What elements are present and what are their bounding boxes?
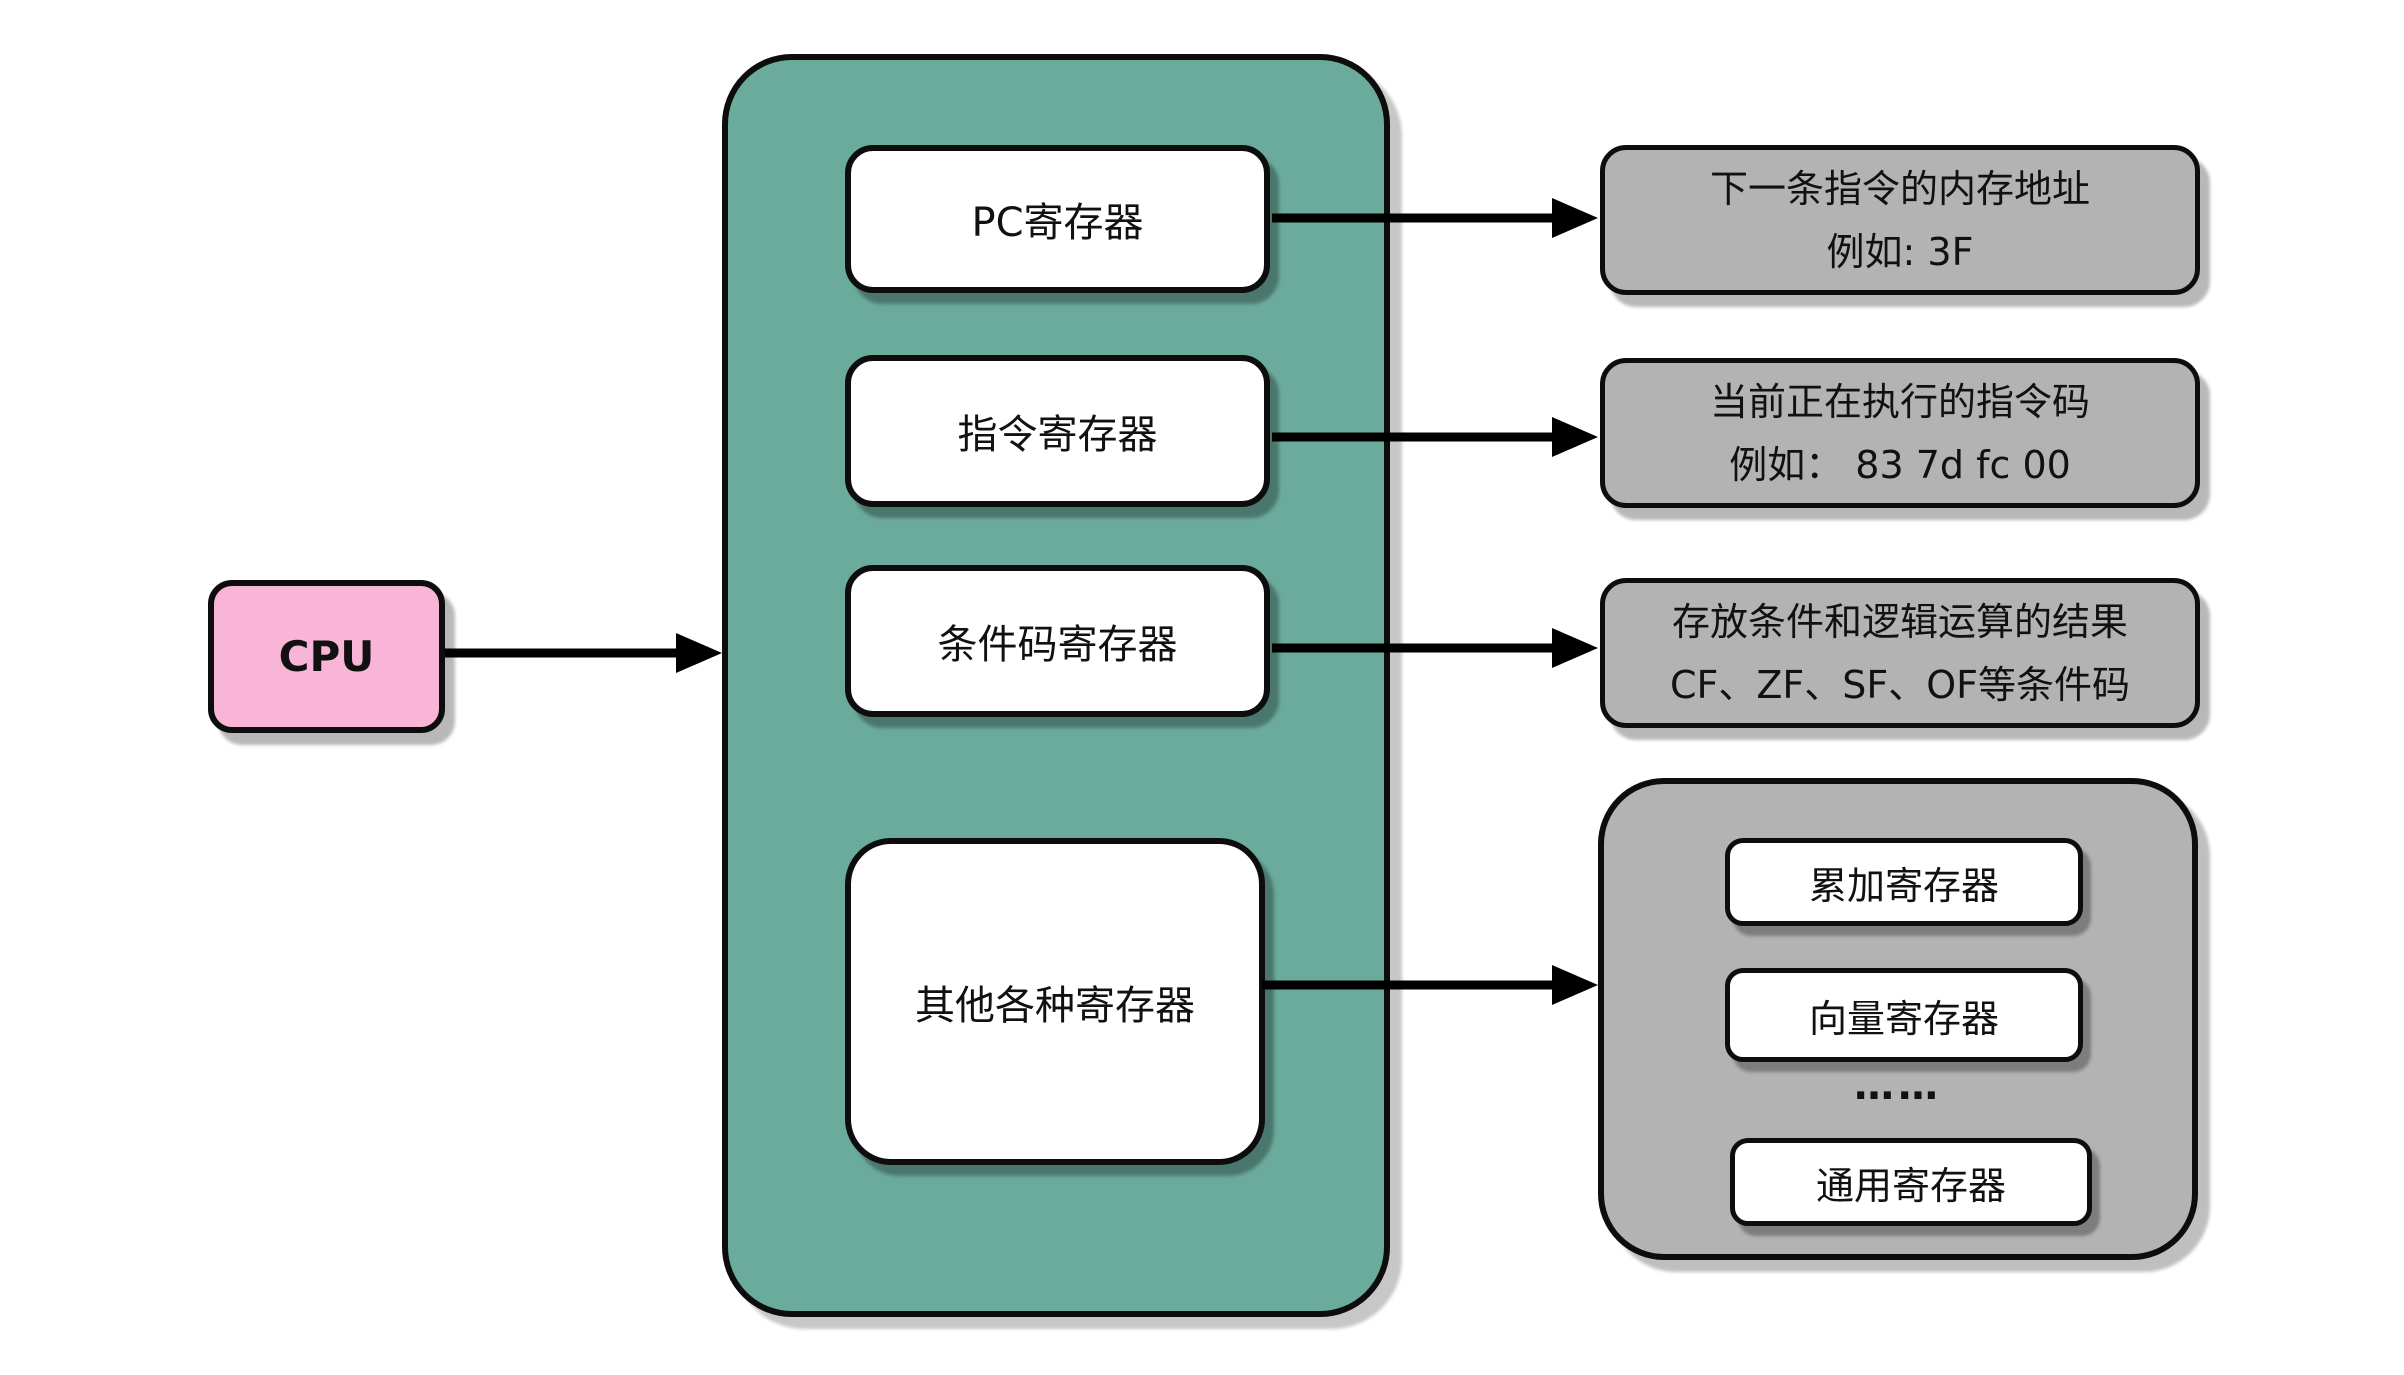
- other-registers-group: 累加寄存器 向量寄存器 …… 通用寄存器: [1598, 778, 2198, 1260]
- pc-description-box: 下一条指令的内存地址 例如: 3F: [1600, 145, 2200, 295]
- instruction-register-label: 指令寄存器: [957, 412, 1158, 458]
- condition-description-line1: 存放条件和逻辑运算的结果: [1671, 600, 2128, 644]
- arrow-shaft: [1262, 980, 1558, 990]
- cpu-box: CPU: [208, 580, 445, 733]
- accumulator-register-label: 累加寄存器: [1808, 863, 1999, 908]
- other-registers-label: 其他各种寄存器: [915, 982, 1195, 1029]
- condition-description-line2: CF、ZF、SF、OF等条件码: [1669, 662, 2131, 707]
- vector-register-box: 向量寄存器: [1725, 968, 2083, 1062]
- condition-register-label: 条件码寄存器: [937, 622, 1178, 668]
- pc-description-line2: 例如: 3F: [1826, 229, 1974, 274]
- instruction-description-line1: 当前正在执行的指令码: [1709, 380, 2090, 424]
- vector-register-label: 向量寄存器: [1808, 996, 1999, 1041]
- cpu-label: CPU: [278, 632, 375, 681]
- arrow-cpu-to-registers: [445, 633, 722, 673]
- pc-register-label: PC寄存器: [971, 200, 1144, 246]
- arrow-shaft: [1272, 643, 1558, 653]
- condition-register-box: 条件码寄存器: [845, 565, 1270, 717]
- arrow-head-icon: [1552, 965, 1598, 1005]
- pc-description-line1: 下一条指令的内存地址: [1709, 167, 2090, 211]
- arrow-shaft: [1272, 432, 1558, 442]
- arrow-shaft: [1272, 213, 1558, 223]
- instruction-register-box: 指令寄存器: [845, 355, 1270, 507]
- arrow-pc-to-description: [1272, 198, 1598, 238]
- ellipsis-text: ……: [1854, 1063, 1942, 1109]
- arrow-shaft: [445, 648, 682, 658]
- arrow-head-icon: [676, 633, 722, 673]
- general-register-label: 通用寄存器: [1815, 1163, 2006, 1208]
- arrow-condition-to-description: [1272, 628, 1598, 668]
- other-registers-box: 其他各种寄存器: [845, 838, 1265, 1165]
- arrow-instruction-to-description: [1272, 417, 1598, 457]
- arrow-head-icon: [1552, 628, 1598, 668]
- condition-description-box: 存放条件和逻辑运算的结果 CF、ZF、SF、OF等条件码: [1600, 578, 2200, 728]
- accumulator-register-box: 累加寄存器: [1725, 838, 2083, 926]
- arrow-other-to-group: [1262, 965, 1598, 1005]
- pc-register-box: PC寄存器: [845, 145, 1270, 293]
- arrow-head-icon: [1552, 417, 1598, 457]
- instruction-description-line2: 例如： 83 7d fc 00: [1729, 442, 2071, 487]
- arrow-head-icon: [1552, 198, 1598, 238]
- instruction-description-box: 当前正在执行的指令码 例如： 83 7d fc 00: [1600, 358, 2200, 508]
- general-register-box: 通用寄存器: [1730, 1138, 2092, 1226]
